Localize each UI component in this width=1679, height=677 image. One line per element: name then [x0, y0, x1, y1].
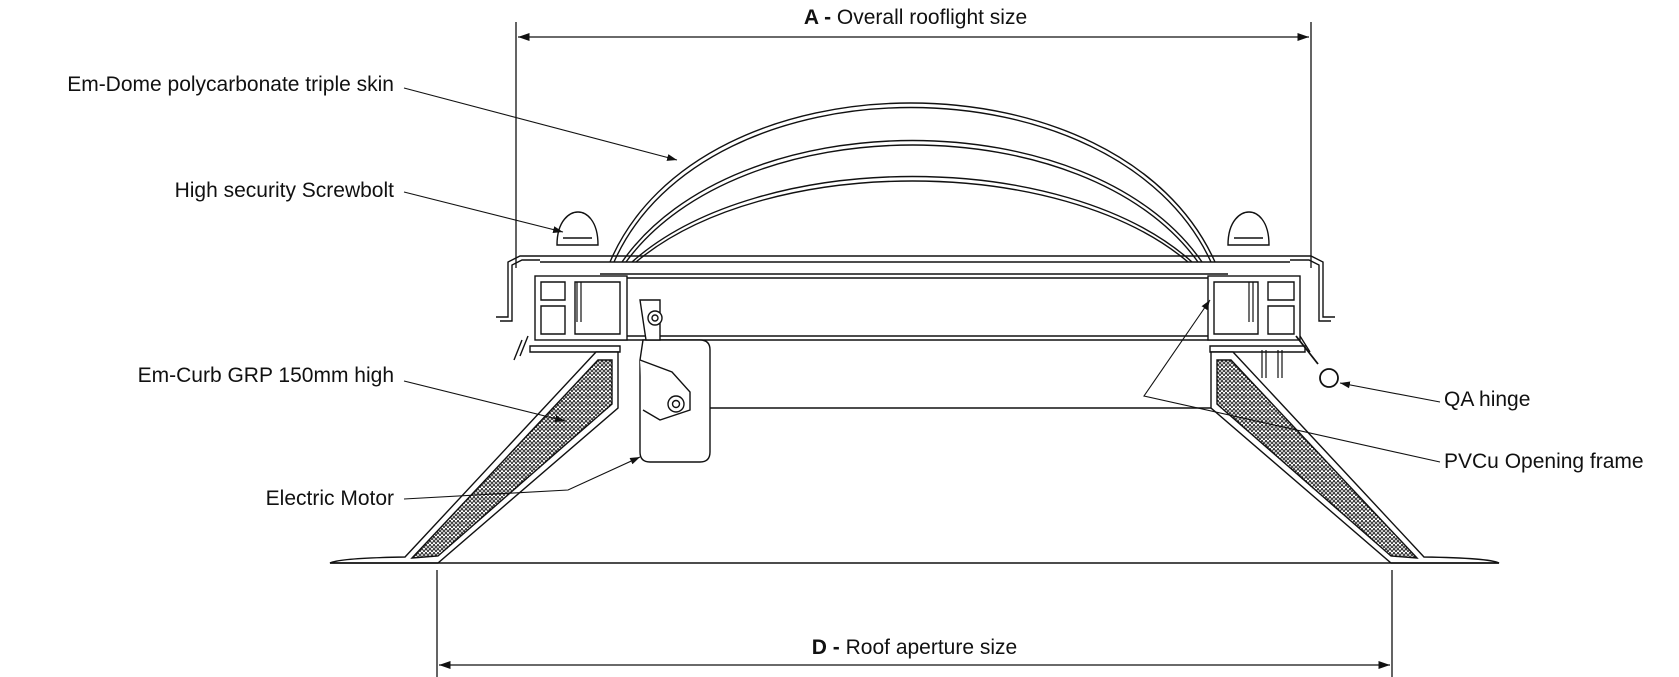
dimension-d-label: D - Roof aperture size	[0, 636, 1679, 660]
electric-motor	[639, 299, 711, 463]
screwbolt-left	[556, 211, 599, 246]
leader-lines	[403, 87, 1441, 500]
dimension-a-text: Overall rooflight size	[836, 6, 1028, 29]
dimension-a-label: A - Overall rooflight size	[0, 6, 1679, 30]
label-curb: Em-Curb GRP 150mm high	[137, 364, 394, 387]
leader-curb	[403, 380, 566, 422]
fixing-screws	[576, 282, 1283, 378]
leader-dome	[403, 87, 678, 161]
leader-screwbolt	[403, 191, 564, 233]
curb-left	[329, 351, 619, 564]
dome-triple-skin	[609, 102, 1216, 263]
dimension-d-key: D -	[811, 636, 840, 659]
leader-motor	[403, 456, 641, 500]
dimension-a-key: A -	[803, 6, 832, 29]
leader-frame	[1143, 299, 1441, 463]
screwbolt-right	[1227, 211, 1270, 246]
dimension-d	[436, 570, 1393, 677]
dimension-d-text: Roof aperture size	[845, 636, 1018, 659]
curb-right	[1210, 351, 1500, 564]
label-motor: Electric Motor	[265, 487, 394, 510]
label-hinge: QA hinge	[1444, 388, 1531, 411]
label-frame: PVCu Opening frame	[1444, 450, 1644, 473]
leader-hinge	[1339, 381, 1441, 403]
upper-frame	[496, 255, 1335, 409]
dimension-a	[515, 22, 1312, 268]
label-dome: Em-Dome polycarbonate triple skin	[67, 73, 394, 96]
label-screwbolt: High security Screwbolt	[174, 179, 394, 202]
qa-hinge	[1295, 335, 1339, 388]
